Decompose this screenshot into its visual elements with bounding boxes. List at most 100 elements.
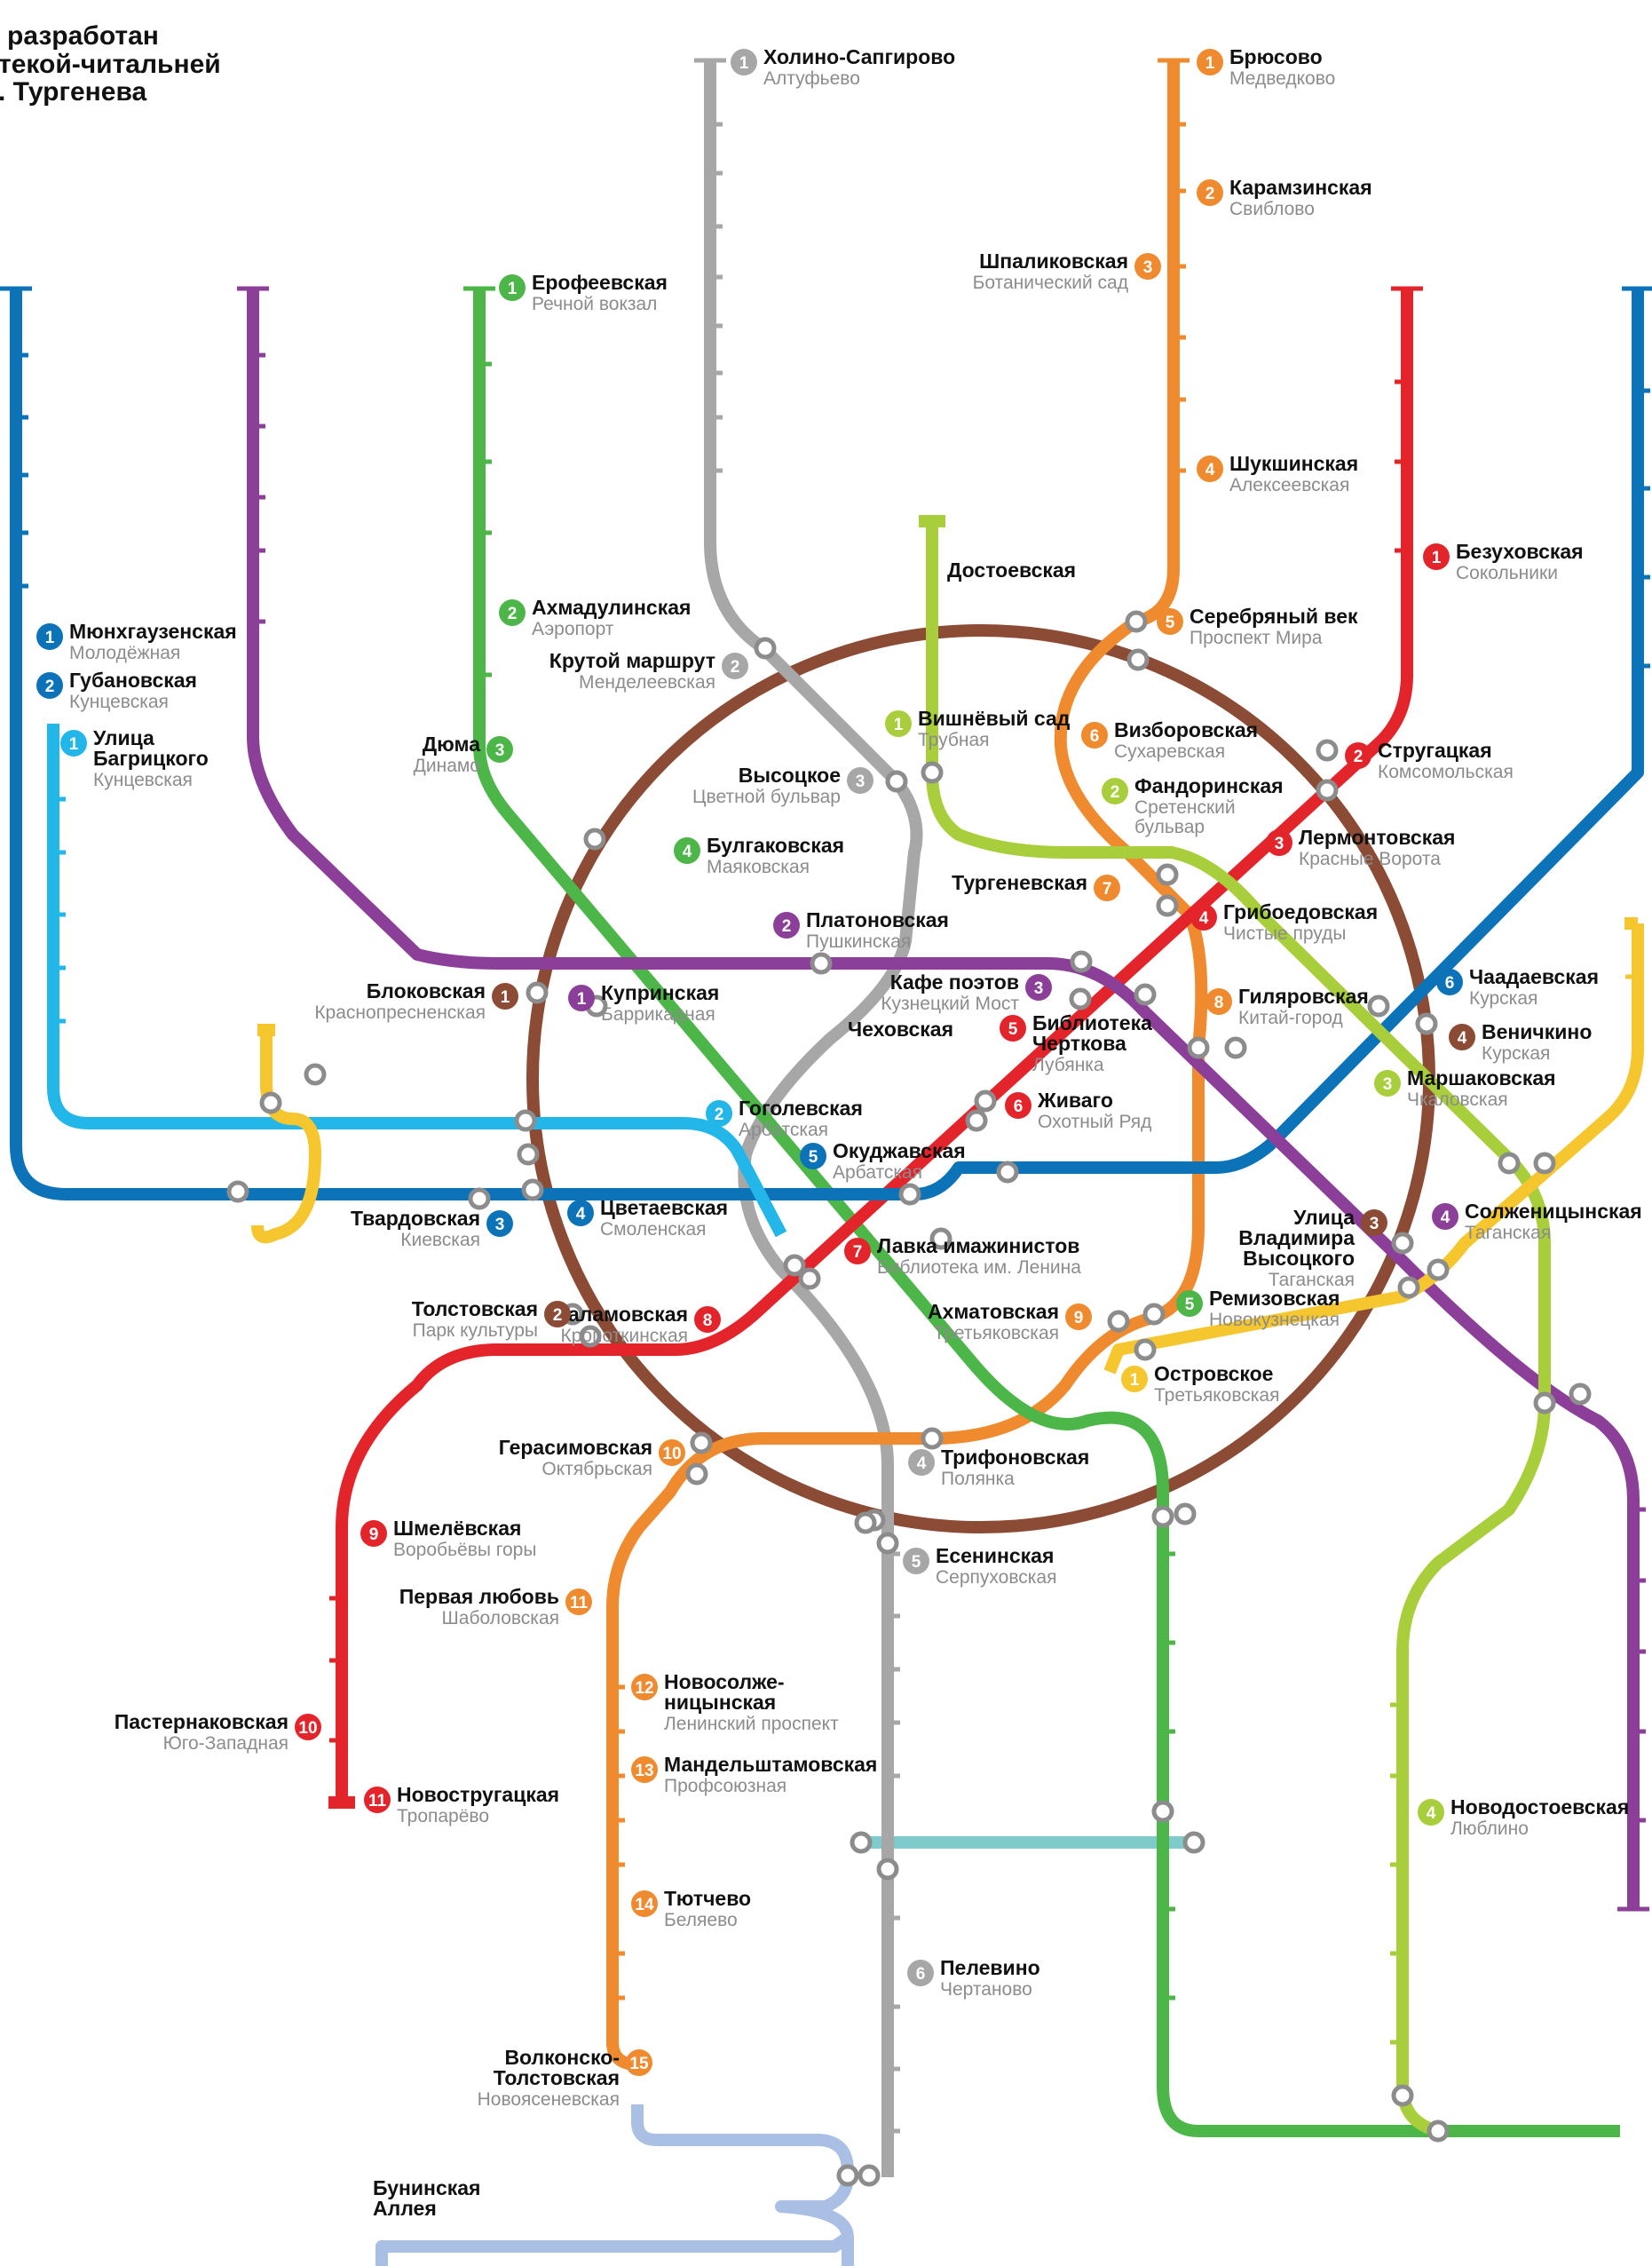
metro-lines	[0, 58, 1652, 2266]
transfer-node	[1427, 1258, 1450, 1281]
station-old-name: Динамо	[414, 756, 480, 776]
title-line-2: текой-читальней	[0, 50, 221, 79]
station-name: Шукшинская	[1229, 452, 1358, 475]
station-number: 11	[368, 1792, 387, 1810]
transfer-node	[1427, 2119, 1450, 2143]
station-old-name: Арбатская	[739, 1120, 828, 1140]
station-number: 3	[495, 741, 505, 760]
station[interactable]: Чеховская	[848, 1018, 953, 1041]
station-name: Библиотека	[1032, 1011, 1152, 1034]
transfer-node	[1415, 1012, 1438, 1035]
station-number-badge	[364, 1787, 391, 1813]
station-number-badge	[544, 1301, 571, 1327]
station-name: Ерофеевская	[532, 271, 668, 294]
station-old-name: Цветной бульвар	[692, 787, 841, 807]
station-name: Вишнёвый сад	[918, 707, 1071, 730]
station-number-badge	[1065, 1303, 1092, 1330]
map-title: разработан текой-читальней . Тургенева	[0, 21, 221, 107]
station-name: Гоголевская	[739, 1097, 863, 1120]
transfer-node	[1142, 1303, 1166, 1326]
station-name: Новосолже-	[664, 1670, 785, 1693]
station-name: Окуджавская	[833, 1139, 966, 1162]
station-number: 3	[1034, 979, 1044, 998]
station-old-name: Воробьёвы горы	[393, 1540, 536, 1560]
transfer-node	[1397, 1276, 1420, 1299]
transfer-node	[1367, 994, 1390, 1018]
station-number: 2	[553, 1306, 563, 1325]
title-line-1: разработан	[7, 21, 159, 51]
line-red	[328, 289, 1413, 1809]
station-old-name: Кузнецкий Мост	[881, 994, 1019, 1014]
terminal-bars	[0, 58, 1652, 1912]
transfer-node	[1533, 1391, 1556, 1414]
station[interactable]: Достоевская	[947, 559, 1076, 582]
station-name: Дюма	[423, 733, 480, 756]
station-number: 11	[570, 1594, 589, 1612]
station-number: 5	[1166, 614, 1175, 632]
station-number-badge	[706, 1100, 732, 1127]
station-number: 2	[508, 605, 518, 623]
station-number-badge	[1345, 742, 1371, 769]
